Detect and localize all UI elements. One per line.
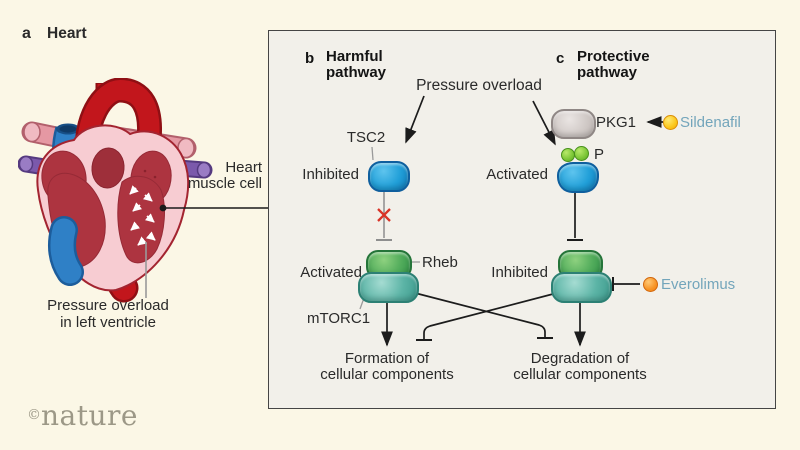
pathway-box: b Harmful pathway Pressure overload TSC2…: [268, 30, 776, 409]
inferior-vena-cava: [48, 216, 84, 286]
rheb-label: Rheb: [422, 254, 458, 271]
mtorc1-c-state-label: Inhibited: [491, 264, 548, 281]
heart-muscle-cell-label: Heart muscle cell: [187, 159, 262, 192]
inhibit-everolimus-to-mtorc1: [612, 277, 640, 291]
mtorc1-b-protein: [358, 272, 419, 303]
inhibition-line-c: [567, 192, 583, 241]
phosphate-label: P: [594, 146, 605, 163]
phosphate-icon-2: [574, 146, 589, 161]
phosphate-icon-1: [561, 148, 575, 162]
arrow-pressure-to-tsc2-c: [532, 100, 556, 146]
tsc2-b-state-label: Inhibited: [302, 166, 359, 183]
panel-c-letter: c: [556, 50, 565, 67]
mtorc1-label: mTORC1: [307, 310, 371, 327]
pressure-overload-label: Pressure overload: [416, 77, 542, 94]
nature-wordmark: nature: [41, 399, 138, 432]
heart-illustration: [18, 78, 268, 303]
tsc2-b-label: TSC2: [346, 129, 386, 146]
panel-c-title: Protective pathway: [577, 48, 650, 81]
everolimus-drug-icon: [643, 277, 658, 292]
panel-a-letter: a: [22, 25, 31, 42]
pathway-connectors: [359, 95, 663, 347]
left-ventricle-chamber: [117, 175, 165, 264]
tsc2-b-protein: [368, 161, 410, 192]
tsc2-label-connector: [371, 146, 374, 161]
nature-logo: ©nature: [27, 399, 138, 432]
sildenafil-label: Sildenafil: [680, 114, 741, 131]
everolimus-label: Everolimus: [661, 276, 736, 293]
pressure-overload-ventricle-label: Pressure overload in left ventricle: [47, 297, 169, 331]
mtorc1-b-state-label: Activated: [300, 264, 362, 281]
copyright-symbol: ©: [27, 407, 41, 423]
inhibit-mtorc1c-to-formation: [416, 293, 554, 341]
blocked-cross-icon: [377, 208, 391, 222]
heart-muscle-cell-pointer: [159, 204, 268, 212]
degradation-outcome-label: Degradation of cellular components: [513, 350, 647, 383]
inhibit-mtorc1b-to-degradation: [414, 292, 553, 339]
mtorc1-c-protein: [551, 272, 612, 303]
pressure-arrows: [129, 185, 156, 246]
tsc2-c-state-label: Activated: [486, 166, 548, 183]
panel-b-letter: b: [305, 50, 315, 67]
arrow-pressure-to-tsc2-b: [405, 95, 425, 144]
panel-a-title: Heart: [47, 25, 87, 42]
pkg1-protein: [551, 109, 596, 139]
mid-atrium-chamber: [91, 147, 125, 189]
tsc2-c-protein: [557, 162, 599, 193]
pkg1-label: PKG1: [596, 114, 637, 131]
panel-b-title: Harmful pathway: [326, 48, 387, 81]
sildenafil-drug-icon: [663, 115, 678, 130]
formation-outcome-label: Formation of cellular components: [320, 350, 454, 383]
